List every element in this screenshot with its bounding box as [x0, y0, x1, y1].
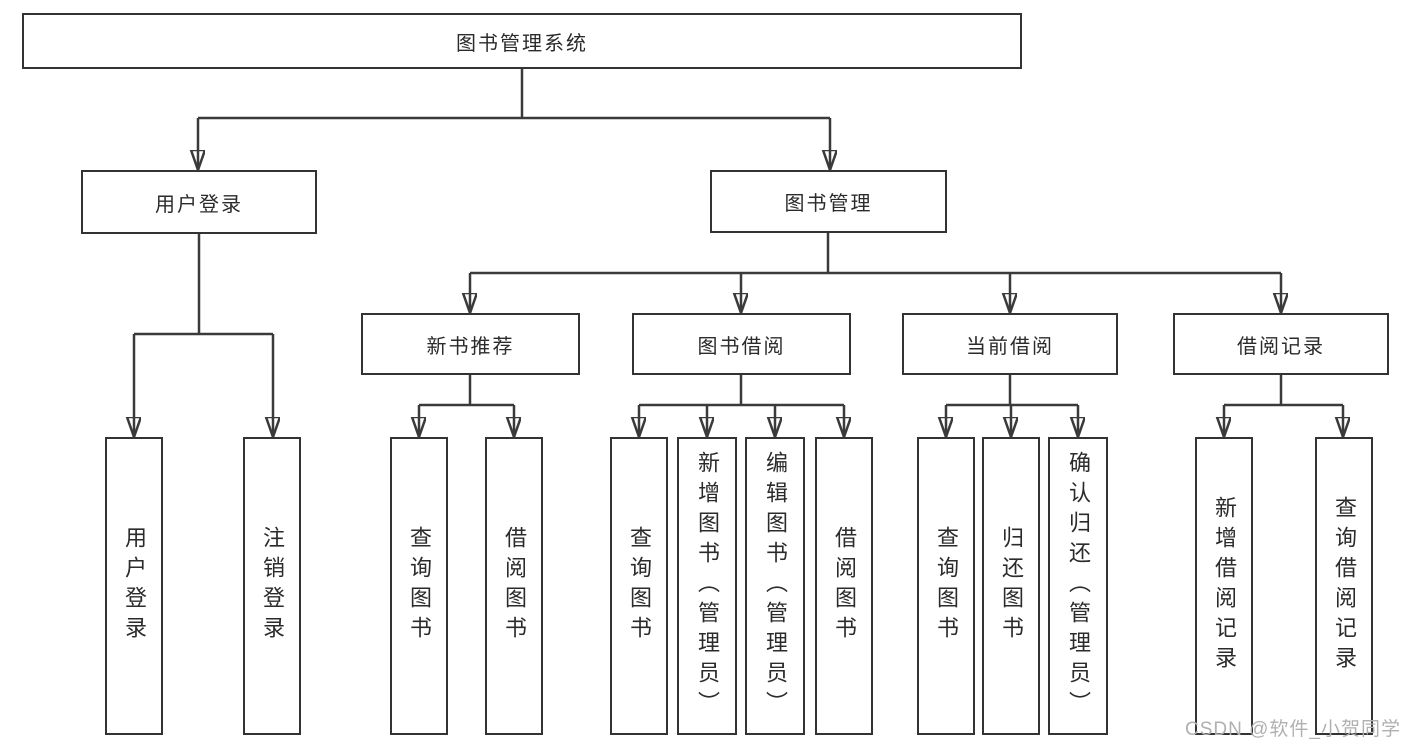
leaf-logout: 注销登录 [243, 437, 301, 735]
leaf-newbooks-borrow-label: 借阅图书 [502, 526, 527, 646]
node-user-login: 用户登录 [81, 170, 317, 234]
leaf-current-confirm-return-label: 确认归还（管理员） [1066, 451, 1091, 721]
leaf-user-login-label: 用户登录 [122, 526, 147, 646]
leaf-bookborrow-query-label: 查询图书 [627, 526, 652, 646]
connectors [134, 69, 1343, 437]
connector-line [946, 375, 1078, 407]
node-book-management-label: 图书管理 [784, 193, 873, 215]
connector-line [1224, 375, 1343, 407]
node-new-books-label: 新书推荐 [426, 335, 515, 358]
leaf-bookborrow-borrow: 借阅图书 [815, 437, 873, 735]
leaf-records-add-label: 新增借阅记录 [1212, 496, 1237, 676]
leaf-records-query: 查询借阅记录 [1315, 437, 1373, 735]
connector-line [419, 375, 514, 407]
node-book-borrow: 图书借阅 [632, 313, 851, 375]
leaf-newbooks-query-label: 查询图书 [407, 526, 432, 646]
connector-line [134, 234, 273, 336]
connector-line [198, 69, 830, 120]
node-borrow-records: 借阅记录 [1173, 313, 1389, 375]
leaf-user-login: 用户登录 [105, 437, 163, 735]
node-current-borrow: 当前借阅 [902, 313, 1118, 375]
node-book-borrow-label: 图书借阅 [697, 335, 786, 358]
leaf-logout-label: 注销登录 [260, 526, 285, 646]
leaf-newbooks-query: 查询图书 [390, 437, 448, 735]
leaf-current-query-label: 查询图书 [934, 526, 959, 646]
leaf-records-query-label: 查询借阅记录 [1332, 496, 1357, 676]
csdn-watermark: CSDN @软件_小贺同学 [1185, 719, 1401, 740]
node-user-login-label: 用户登录 [155, 193, 243, 216]
node-current-borrow-label: 当前借阅 [966, 335, 1054, 358]
leaf-current-confirm-return: 确认归还（管理员） [1048, 437, 1108, 735]
leaf-current-return: 归还图书 [982, 437, 1040, 735]
leaf-bookborrow-edit-label: 编辑图书（管理员） [763, 451, 788, 721]
node-book-management: 图书管理 [710, 170, 947, 233]
leaf-newbooks-borrow: 借阅图书 [485, 437, 543, 735]
leaf-current-query: 查询图书 [917, 437, 975, 735]
node-root: 图书管理系统 [22, 13, 1022, 69]
connector-line [470, 233, 1281, 275]
leaf-current-return-label: 归还图书 [999, 526, 1024, 646]
connector-line [639, 375, 844, 407]
leaf-bookborrow-add-label: 新增图书（管理员） [695, 451, 720, 721]
leaf-bookborrow-borrow-label: 借阅图书 [832, 526, 857, 646]
node-root-label: 图书管理系统 [456, 32, 588, 55]
leaf-bookborrow-add: 新增图书（管理员） [677, 437, 737, 735]
node-borrow-records-label: 借阅记录 [1237, 335, 1325, 358]
leaf-bookborrow-edit: 编辑图书（管理员） [745, 437, 805, 735]
leaf-bookborrow-query: 查询图书 [610, 437, 668, 735]
node-new-books: 新书推荐 [361, 313, 580, 375]
leaf-records-add: 新增借阅记录 [1195, 437, 1253, 735]
